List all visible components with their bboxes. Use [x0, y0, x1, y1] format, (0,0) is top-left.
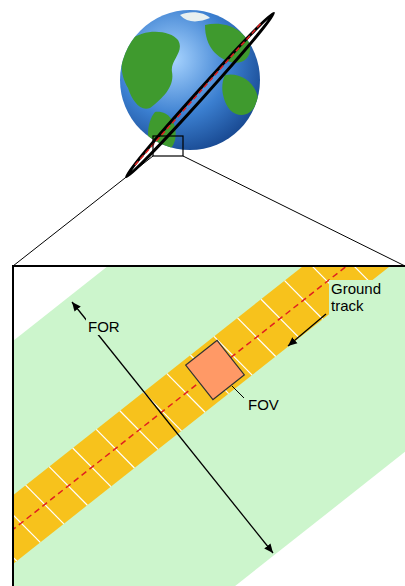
globe [13, 10, 405, 266]
fov-leader [232, 386, 244, 398]
fov-label: FOV [246, 396, 281, 413]
ground-track-pointer [288, 314, 326, 346]
for-arrow [72, 302, 273, 553]
for-label: FOR [86, 318, 122, 335]
ground-track-label: Ground track [329, 280, 401, 314]
fov-footprint [186, 340, 245, 399]
